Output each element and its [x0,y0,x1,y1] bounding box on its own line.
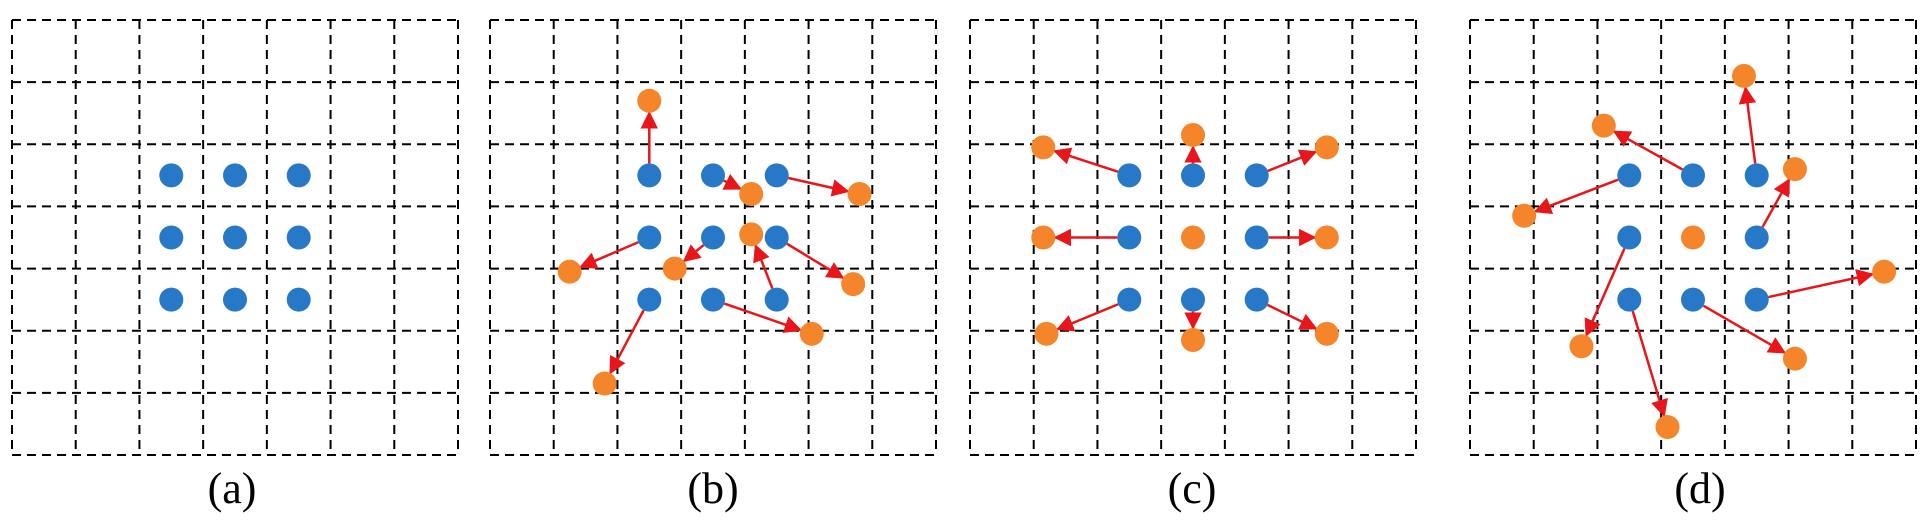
offset-arrow [722,173,743,190]
sampling-point [764,163,789,188]
offset-point [592,371,617,396]
offset-arrow [723,302,803,334]
offset-point [637,88,662,113]
offset-arrow [1702,304,1787,354]
offset-point [1782,346,1807,371]
sampling-point [1744,163,1769,188]
sampling-point [223,225,247,250]
offset-arrow [1267,149,1318,173]
sampling-point [1181,287,1205,312]
sampling-point [1244,163,1269,188]
offset-arrow [1612,130,1684,171]
offset-point [1031,225,1056,250]
offset-arrow [1738,86,1757,164]
sampling-point [1617,225,1642,250]
offset-point [1782,157,1807,182]
offset-arrow [579,241,639,269]
sampling-point [701,163,725,188]
sampling-point [637,225,662,250]
sampling-point [286,163,311,188]
offset-point [1314,321,1339,346]
offset-arrow [753,243,774,289]
sampling-point [286,287,311,312]
panel-c [969,19,1417,456]
offset-arrow [1761,178,1791,228]
offset-arrow [609,309,645,375]
sampling-point [1117,163,1142,188]
offset-point [1681,225,1705,250]
sampling-point [159,163,184,188]
offset-arrow [1053,147,1119,173]
offset-point [799,321,824,346]
sampling-point [764,287,789,312]
offset-point [1031,135,1056,160]
offset-point [1181,122,1205,147]
sampling-point [223,163,247,188]
sampling-point [1617,163,1642,188]
offset-point [1314,135,1339,160]
offset-point [662,256,687,281]
offset-arrow [786,242,845,279]
panel-b [489,19,937,456]
offset-point [1181,328,1205,353]
sampling-point [223,287,247,312]
sampling-point [1117,287,1142,312]
sampling-point [1681,163,1705,188]
sampling-point [701,287,725,312]
sampling-point [1244,287,1269,312]
offset-arrow [1584,247,1626,337]
sampling-point [159,287,184,312]
offset-arrow [1631,310,1668,418]
caption-c: (c) [1168,464,1217,513]
offset-point [1181,225,1205,250]
caption-a: (a) [208,464,257,513]
offset-point [557,259,582,284]
offset-point [1655,415,1680,440]
sampling-point [764,225,789,250]
offset-point [1034,321,1059,346]
offset-point [1872,259,1897,284]
panel-a [11,19,459,456]
offset-arrow [788,176,850,197]
sampling-point [1181,163,1205,188]
sampling-point [637,287,662,312]
offset-point [847,182,872,206]
offset-arrow [1533,178,1619,214]
sampling-point [1617,287,1642,312]
offset-arrow [1055,303,1119,332]
offset-point [1591,113,1616,138]
sampling-point [1244,225,1269,250]
offset-arrow [1768,269,1875,299]
offset-point [1314,225,1339,250]
offset-point [1569,334,1594,359]
sampling-point [701,225,725,250]
panel-d [1469,19,1917,456]
sampling-point [159,225,184,250]
sampling-point [286,225,311,250]
sampling-point [1117,225,1142,250]
sampling-point [1744,287,1769,312]
offset-point [739,182,764,206]
sampling-point [637,163,662,188]
offset-arrow [682,244,705,263]
offset-point [739,222,764,247]
sampling-point [1681,287,1705,312]
offset-point [1512,203,1537,228]
offset-arrow [1266,303,1318,330]
sampling-point [1744,225,1769,250]
offset-point [1731,63,1756,88]
offset-point [841,272,866,297]
caption-d: (d) [1674,464,1725,513]
caption-b: (b) [687,464,738,513]
